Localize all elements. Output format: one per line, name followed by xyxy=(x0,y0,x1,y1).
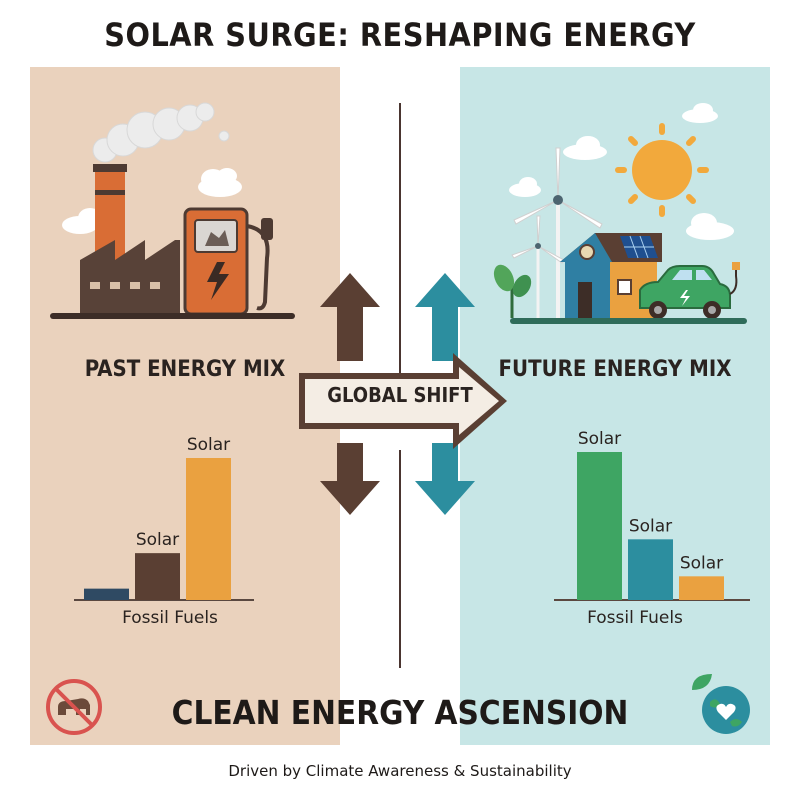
future-energy-heading: FUTURE ENERGY MIX xyxy=(498,357,732,382)
chart-bar xyxy=(577,452,622,600)
global-shift-label: GLOBAL SHIFT xyxy=(327,383,473,407)
down-arrow-icon xyxy=(320,443,380,515)
chart-bar xyxy=(186,458,231,600)
chart-bar-label: Solar xyxy=(629,516,672,536)
chart-bar xyxy=(84,588,129,600)
chart-bar-label: Solar xyxy=(680,553,723,573)
chart-bar-label: Solar xyxy=(136,530,179,550)
smoke-icon xyxy=(92,102,230,163)
no-bear-icon xyxy=(46,679,102,735)
chart-bar xyxy=(628,539,673,600)
cloud-icon xyxy=(62,168,242,234)
up-arrow-icon xyxy=(415,273,475,361)
cloud-icon xyxy=(509,103,734,240)
up-arrow-icon xyxy=(320,273,380,361)
chart-bar-label: Solar xyxy=(187,435,230,455)
chart-bar xyxy=(135,553,180,600)
past-chart-xlabel: Fossil Fuels xyxy=(122,608,218,628)
sun-icon xyxy=(615,123,709,217)
center-arrows xyxy=(299,273,507,515)
electric-car-icon xyxy=(639,262,740,319)
chart-bar-label: Solar xyxy=(578,429,621,449)
page-title: SOLAR SURGE: RESHAPING ENERGY xyxy=(104,16,696,54)
past-illustration xyxy=(50,102,295,319)
wind-turbine-icon xyxy=(511,147,603,318)
gas-pump-icon xyxy=(183,207,273,316)
past-energy-heading: PAST ENERGY MIX xyxy=(84,357,286,382)
clean-energy-heading: CLEAN ENERGY ASCENSION xyxy=(171,693,629,732)
future-chart-xlabel: Fossil Fuels xyxy=(587,608,683,628)
plant-icon xyxy=(493,264,532,318)
down-arrow-icon xyxy=(415,443,475,515)
future-panel xyxy=(460,67,770,745)
past-panel xyxy=(30,67,340,745)
footer-text: Driven by Climate Awareness & Sustainabi… xyxy=(228,762,572,780)
earth-heart-icon xyxy=(692,674,750,734)
right-arrow-icon xyxy=(299,353,507,449)
future-illustration xyxy=(493,103,747,324)
factory-icon xyxy=(80,164,180,314)
chart-bar xyxy=(679,576,724,600)
